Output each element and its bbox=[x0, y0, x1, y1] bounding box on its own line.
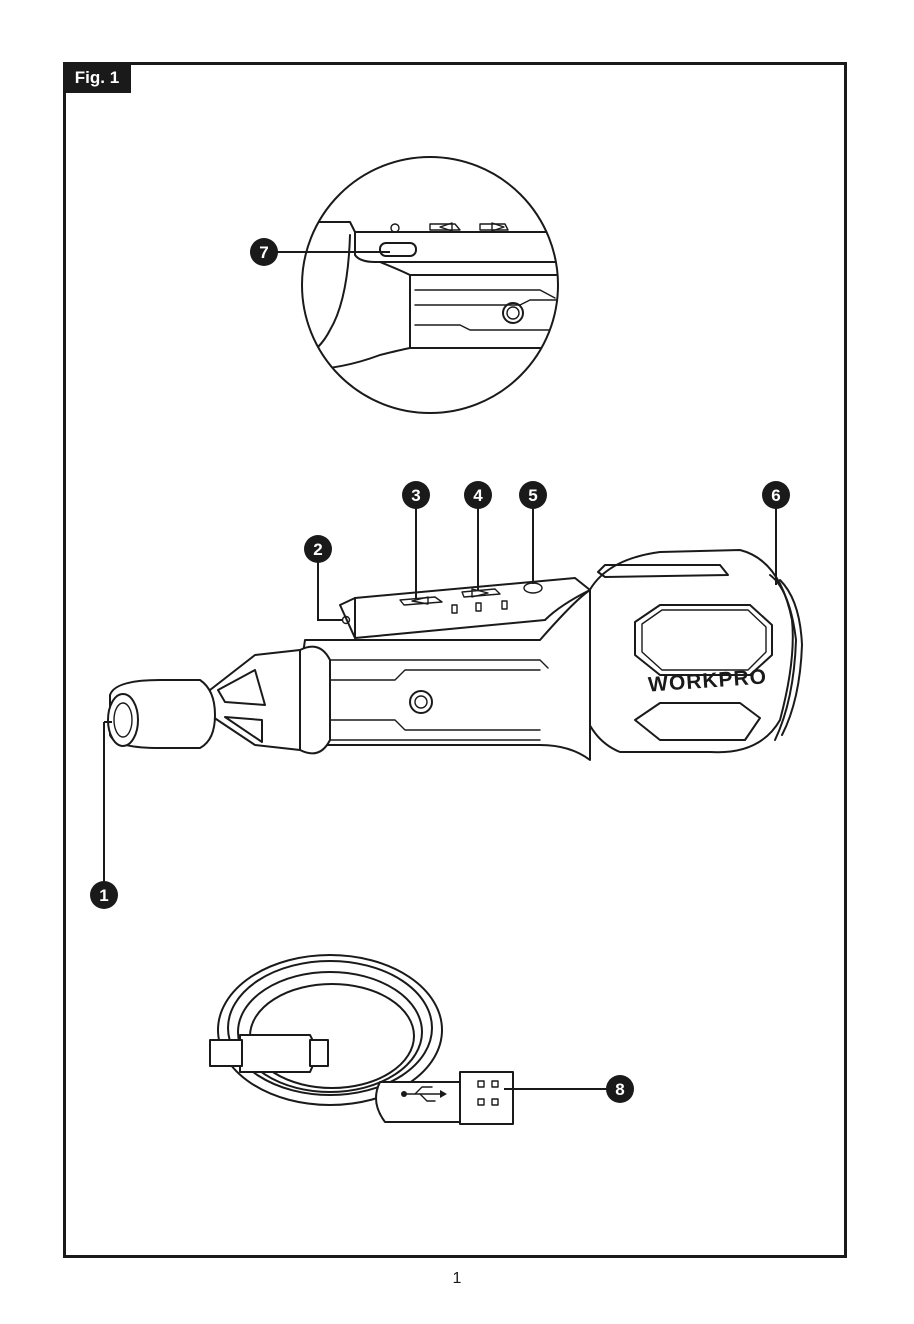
usb-cable bbox=[210, 955, 513, 1124]
svg-text:2: 2 bbox=[313, 540, 322, 559]
callout-1: 1 bbox=[90, 881, 118, 909]
svg-text:8: 8 bbox=[615, 1080, 624, 1099]
callout-3: 3 bbox=[402, 481, 430, 509]
svg-text:3: 3 bbox=[411, 486, 420, 505]
callout-8: 8 bbox=[606, 1075, 634, 1103]
screwdriver-body: WORKPRO bbox=[108, 550, 802, 760]
callout-7: 7 bbox=[250, 238, 278, 266]
callout-2: 2 bbox=[304, 535, 332, 563]
svg-text:5: 5 bbox=[528, 486, 537, 505]
usb-a-plug bbox=[460, 1072, 513, 1124]
svg-text:6: 6 bbox=[771, 486, 780, 505]
detail-inset bbox=[300, 157, 560, 413]
page-number: 1 bbox=[0, 1270, 914, 1288]
callout-4: 4 bbox=[464, 481, 492, 509]
callout-6: 6 bbox=[762, 481, 790, 509]
callout-5: 5 bbox=[519, 481, 547, 509]
svg-text:4: 4 bbox=[473, 486, 483, 505]
svg-text:1: 1 bbox=[99, 886, 108, 905]
svg-text:7: 7 bbox=[259, 243, 268, 262]
